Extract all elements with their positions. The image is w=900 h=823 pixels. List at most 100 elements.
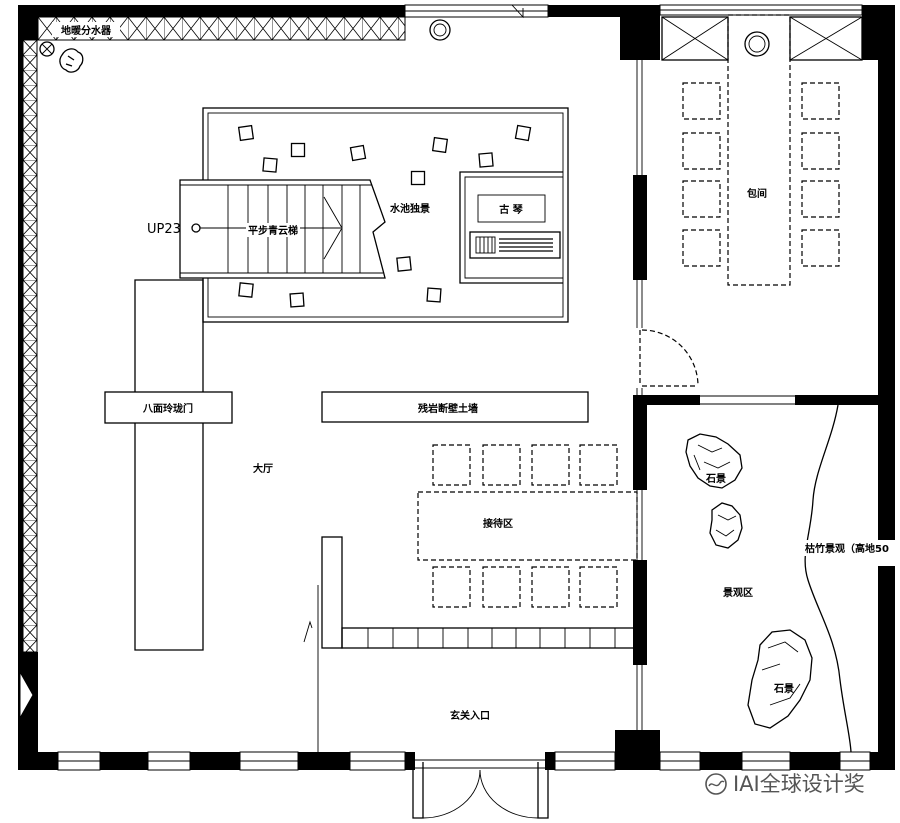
- table-lamp-inner: [748, 35, 766, 53]
- left-wall-outer: [18, 5, 23, 770]
- rock-3: [747, 629, 813, 729]
- room-divider-wall: [795, 395, 880, 405]
- reception-area: 接待区: [303, 444, 638, 752]
- stepping-stone: [238, 282, 254, 298]
- table-lamp-outer: [744, 31, 770, 57]
- stair-up-label: UP23: [147, 222, 181, 237]
- bamboo-boundary-curve: [804, 404, 852, 753]
- stepping-stone: [289, 292, 305, 308]
- floor-heating-distributor: 地暖分水器: [39, 22, 120, 73]
- chair: [579, 444, 618, 486]
- left-lattice-window: [22, 39, 38, 653]
- bottom-wall-segment: [870, 752, 895, 770]
- distributor-circle: [39, 41, 55, 57]
- door-swing-right: [479, 769, 539, 819]
- octagon-door: [104, 391, 233, 424]
- partition-wall-block: [633, 395, 647, 490]
- bottom-wall-segment: [405, 752, 415, 770]
- ruin-wall-label: 残岩断壁土墙: [418, 402, 478, 415]
- stair-label-bg: [246, 223, 300, 237]
- cabinet-left-cross: [661, 16, 729, 61]
- stepping-stone: [349, 144, 367, 162]
- hall-label: 大厅: [253, 462, 273, 475]
- chair: [801, 132, 840, 170]
- reception-chairs: [432, 444, 618, 608]
- stepping-stone: [237, 124, 255, 142]
- stepping-stone: [514, 124, 532, 142]
- chair: [682, 229, 721, 267]
- water-pool: 水池独景 古 琴: [202, 107, 569, 323]
- stepping-stone: [410, 170, 426, 186]
- stepping-stone: [478, 152, 494, 168]
- private-room: 包间: [661, 14, 863, 286]
- guqin-instrument: [469, 231, 561, 259]
- chair: [682, 180, 721, 218]
- hall-long-partition: [134, 279, 204, 651]
- left-wall-notch: [19, 670, 34, 720]
- wechat-logo-icon: [705, 773, 727, 795]
- hall: 八面玲珑门 残岩断壁土墙 大厅: [104, 279, 589, 651]
- dining-table: [727, 14, 791, 286]
- stepping-stone: [426, 287, 442, 303]
- rock-detail: [761, 641, 801, 706]
- rock-shape: [685, 433, 743, 489]
- stair: 平步青云梯 UP23: [147, 179, 386, 279]
- room-chairs: [682, 82, 840, 267]
- interior-partition: [633, 60, 880, 730]
- room-divider-wall: [633, 395, 700, 405]
- private-room-label: 包间: [747, 187, 767, 200]
- outer-walls: [18, 4, 895, 771]
- chair: [432, 444, 471, 486]
- stepping-stone: [431, 136, 449, 154]
- guqin-enclosure: 古 琴: [459, 171, 563, 284]
- bottom-wall-segment: [18, 752, 58, 770]
- cabinet-right-cross: [789, 16, 863, 61]
- bamboo-label: 枯竹景观（高地50: [805, 542, 889, 555]
- reception-desk: [417, 491, 638, 561]
- bottom-wall-segment: [100, 752, 148, 770]
- chair: [801, 229, 840, 267]
- entrance-double-door: [412, 759, 549, 819]
- chair: [682, 82, 721, 120]
- counter-segments: [367, 628, 616, 648]
- rock-1-label: 石景: [705, 473, 726, 485]
- right-wall-lower: [878, 566, 895, 770]
- rock-2-label: 石景: [773, 683, 794, 695]
- stepping-stone: [290, 142, 306, 158]
- floor-heating-label-bg: [52, 22, 120, 37]
- door-leaf-right: [537, 762, 549, 819]
- top-column: [620, 5, 660, 60]
- chair: [482, 566, 521, 608]
- landscape-label: 景观区: [723, 587, 753, 599]
- guqin-strings: [499, 238, 553, 252]
- stair-arrow-icon: [323, 196, 343, 260]
- landscape-area: 石景 石景 景观区 枯竹景观（高地50: [685, 404, 891, 753]
- top-wall-middle: [548, 5, 620, 17]
- distributor-cross: [41, 43, 53, 55]
- top-lattice-window: [37, 16, 406, 41]
- stair-name-label: 平步青云梯: [248, 224, 298, 237]
- counter-horizontal: [341, 627, 638, 649]
- guqin-label-box: [477, 194, 546, 223]
- bottom-wall-segment: [790, 752, 840, 770]
- stepping-stone: [262, 157, 278, 173]
- bottom-wall-segment: [700, 752, 742, 770]
- enclosure-outer: [459, 171, 563, 284]
- watermark: IAI全球设计奖: [705, 772, 865, 796]
- chair: [801, 82, 840, 120]
- stepping-stone: [396, 256, 412, 272]
- guqin-bridge-lines: [479, 237, 493, 253]
- chair: [482, 444, 521, 486]
- sliding-door-mark: [303, 620, 313, 643]
- ruin-wall: [321, 391, 589, 423]
- chair: [682, 132, 721, 170]
- watermark-text: IAI全球设计奖: [733, 772, 865, 796]
- enclosure-inner: [464, 176, 563, 279]
- room-door-swing: [641, 329, 699, 387]
- chair: [531, 444, 570, 486]
- stepping-stones: [237, 124, 532, 308]
- pool-label: 水池独景: [389, 202, 430, 215]
- top-fixture-circle-outer: [429, 19, 451, 41]
- bottom-wall-segment: [190, 752, 240, 770]
